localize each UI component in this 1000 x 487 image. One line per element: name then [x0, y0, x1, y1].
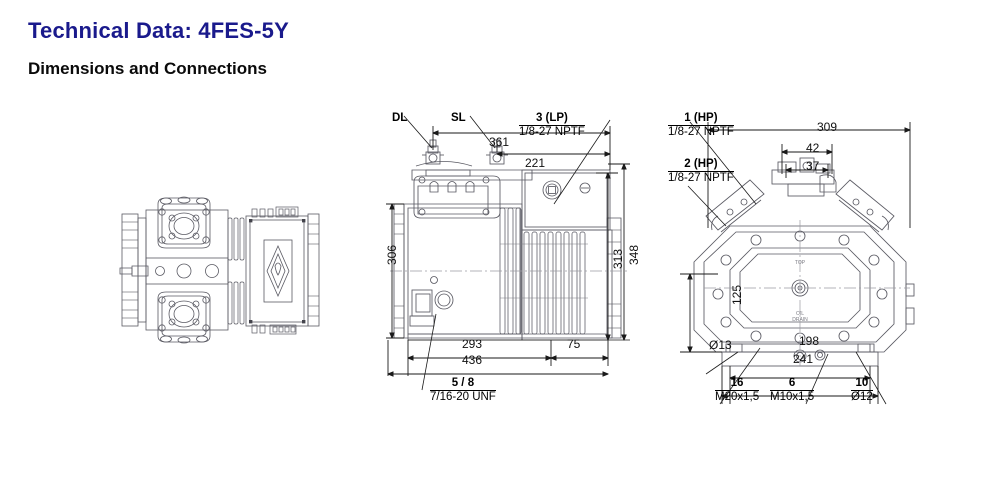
- dimension-125: 125: [730, 284, 745, 306]
- connection-label-10-dia12: 10 Ø12: [851, 377, 873, 403]
- connection-label-1-hp: 1 (HP) 1/8-27 NPTF: [668, 112, 734, 138]
- compressor-top-view-drawing: [118, 196, 323, 344]
- connection-label-oil-58: 5 / 8 7/16-20 UNF: [430, 377, 496, 403]
- dimension-306: 306: [385, 244, 400, 266]
- dimension-241: 241: [793, 352, 814, 366]
- connection-label-dl: DL: [392, 112, 408, 124]
- dimension-313: 313: [611, 248, 626, 270]
- dimension-293: 293: [462, 337, 483, 351]
- dimension-348: 348: [627, 244, 642, 266]
- dimension-436: 436: [462, 353, 483, 367]
- connection-label-3-lp: 3 (LP) 1/8-27 NPTF: [519, 112, 585, 138]
- section-heading: Dimensions and Connections: [28, 59, 267, 78]
- dimension-309: 309: [817, 120, 838, 134]
- connection-label-sl: SL: [451, 112, 466, 124]
- connection-label-6-m10: 6 M10x1,5: [770, 377, 815, 403]
- dimension-42: 42: [806, 141, 820, 155]
- dimension-221: 221: [525, 156, 546, 170]
- svg-text:OIL: OIL: [796, 311, 804, 317]
- page-title: Technical Data: 4FES-5Y: [28, 18, 289, 43]
- connection-label-16-m20: 16 M20x1,5: [715, 377, 760, 403]
- connection-label-2-hp: 2 (HP) 1/8-27 NPTF: [668, 158, 734, 184]
- compressor-front-view-drawing: TOP OIL DRAIN: [660, 108, 940, 408]
- compressor-side-view-drawing: [382, 108, 652, 408]
- dimension-361: 361: [489, 135, 510, 149]
- dimension-37: 37: [806, 159, 820, 173]
- dimension-198: 198: [799, 334, 820, 348]
- dimension-diameter-13: Ø13: [709, 338, 732, 352]
- dimension-75: 75: [567, 337, 581, 351]
